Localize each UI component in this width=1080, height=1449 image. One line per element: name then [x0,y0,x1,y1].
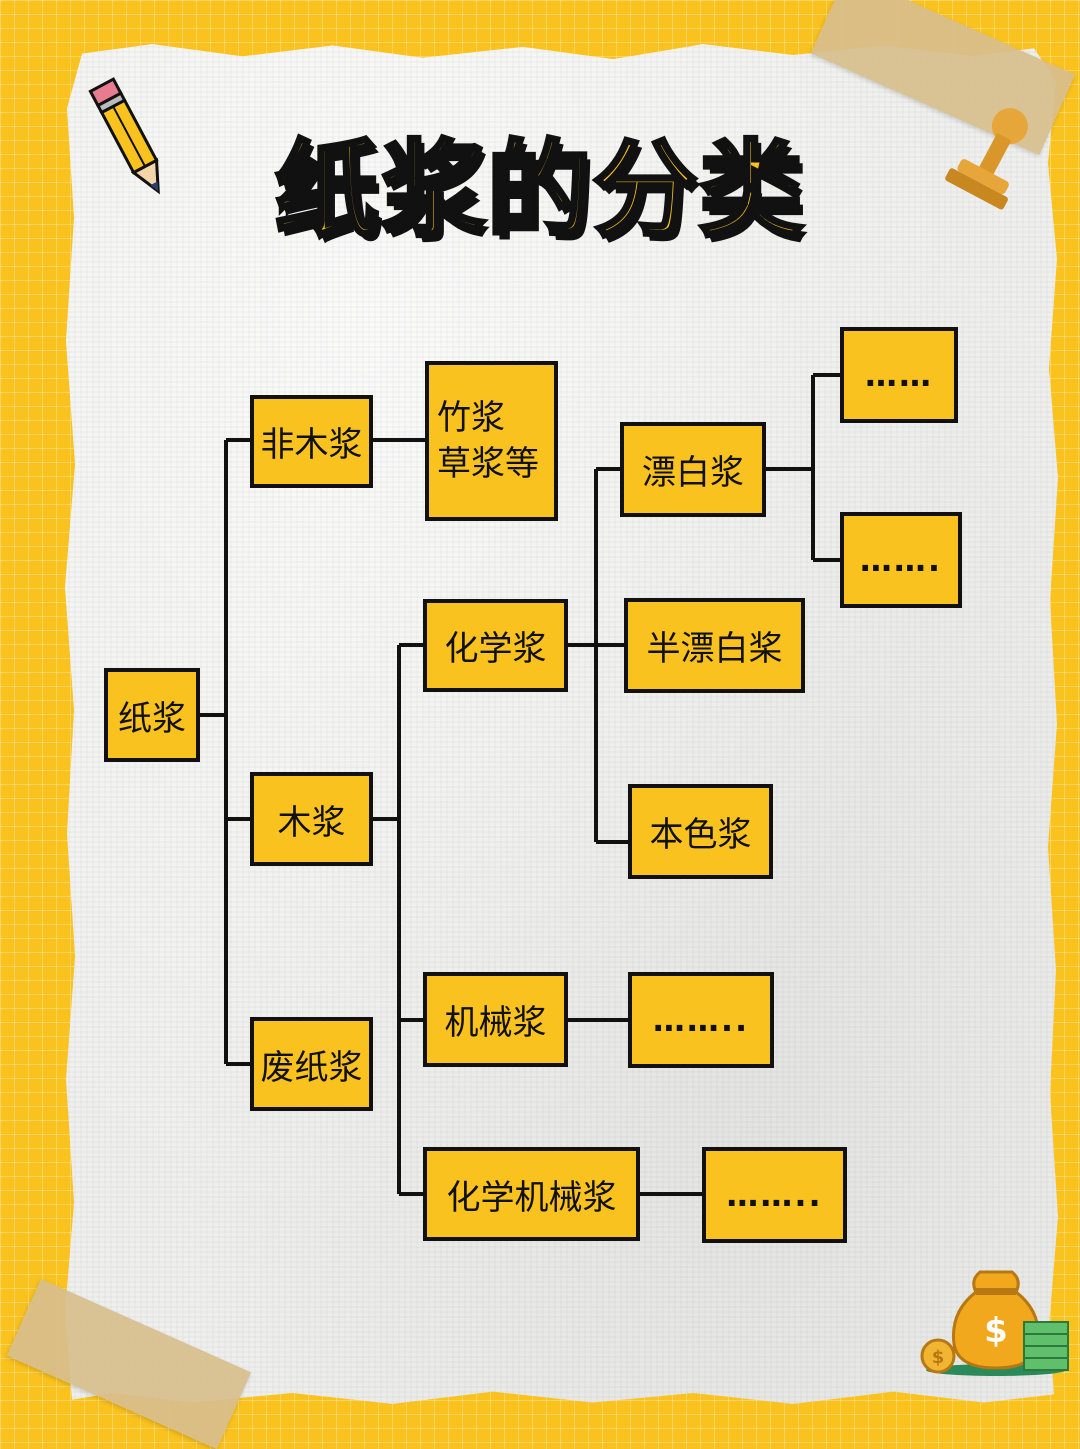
node-semi-bleached-pulp: 半漂白桨 [624,598,805,693]
svg-text:$: $ [984,1311,1008,1351]
money-bag-icon: $ $ [920,1270,1069,1376]
node-waste-paper-pulp: 废纸浆 [250,1017,373,1111]
node-pulp: 纸浆 [104,668,200,762]
stamp-icon [945,108,1028,210]
coin-icon: $ [920,1338,956,1374]
node-bleached-more-1: …… [840,327,958,423]
node-chemi-mechanical-more: …….. [702,1147,847,1243]
node-non-wood-examples: 竹浆 草浆等 [425,361,558,521]
node-unbleached-pulp: 本色浆 [628,784,773,879]
svg-text:$: $ [932,1347,945,1368]
node-bleached-more-2: ……. [840,512,962,608]
node-chemical-pulp: 化学浆 [423,599,568,692]
pencil-icon [88,77,160,195]
node-wood-pulp: 木浆 [250,772,373,866]
node-mechanical-more: …….. [628,972,774,1068]
node-non-wood-pulp: 非木浆 [250,395,373,488]
page-title: 纸浆的分类 [273,127,805,253]
node-bleached-pulp: 漂白浆 [620,422,766,517]
torn-paper-sheet [65,44,1058,1404]
node-chemi-mechanical-pulp: 化学机械浆 [423,1147,640,1241]
node-mechanical-pulp: 机械浆 [423,972,568,1067]
cash-stack-icon [1023,1321,1069,1371]
node-bamboo-pulp: 竹浆 [437,398,505,438]
node-straw-pulp: 草浆等 [437,444,539,484]
